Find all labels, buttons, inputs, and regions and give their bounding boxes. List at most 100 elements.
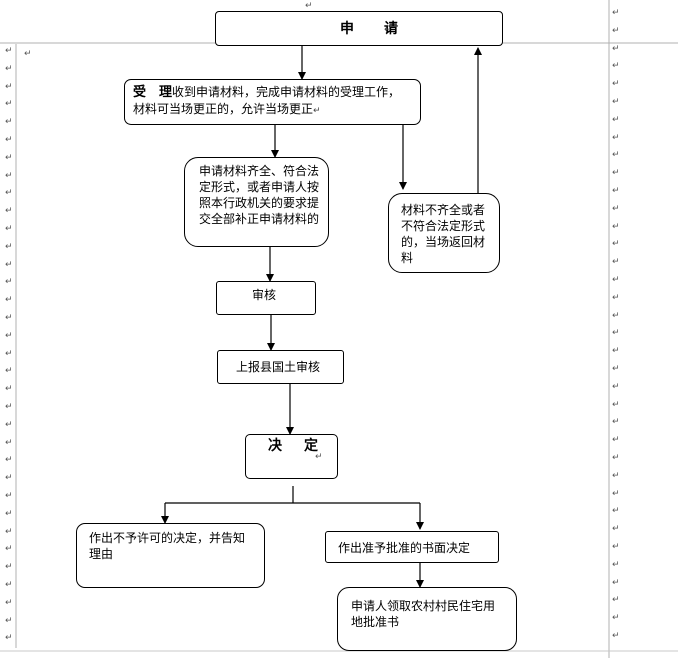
incomplete-materials-text: 材料不齐全或者不符合法定形式的，当场返回材料 — [401, 203, 486, 265]
paragraph-mark: ↵ — [315, 452, 323, 462]
margin-paragraph-mark: ↵ — [612, 613, 620, 624]
margin-paragraph-mark: ↵ — [5, 330, 13, 341]
accept-title: 受 理 — [133, 85, 173, 100]
margin-paragraph-mark: ↵ — [612, 631, 620, 641]
review-label: 审核 — [252, 288, 277, 302]
margin-paragraph-mark: ↵ — [5, 633, 13, 644]
margin-paragraph-mark: ↵ — [612, 132, 620, 143]
margin-paragraph-mark: ↵ — [5, 224, 13, 234]
accept-line-1: 受 理收到申请材料，完成申请材料的受理工作， — [133, 84, 420, 101]
margin-paragraph-mark: ↵ — [612, 328, 620, 339]
margin-paragraph-mark: ↵ — [5, 419, 13, 430]
margin-paragraph-mark: ↵ — [612, 292, 620, 303]
margin-paragraph-mark: ↵ — [5, 188, 13, 199]
paragraph-mark: ↵ — [24, 49, 32, 59]
margin-paragraph-mark: ↵ — [5, 117, 13, 128]
decision-label: 决 定 — [268, 438, 322, 454]
margin-paragraph-mark: ↵ — [5, 259, 13, 270]
margin-paragraph-mark: ↵ — [612, 488, 620, 499]
margin-paragraph-mark: ↵ — [5, 348, 13, 359]
accept-body-2: 材料可当场更正的，允许当场更正 — [133, 102, 314, 116]
margin-paragraph-mark: ↵ — [5, 313, 13, 323]
margin-paragraph-mark: ↵ — [612, 310, 620, 321]
approve-text: 作出准予批准的书面决定 — [338, 541, 471, 555]
margin-paragraph-mark: ↵ — [612, 542, 620, 552]
margin-paragraph-mark: ↵ — [612, 239, 620, 250]
margin-paragraph-mark: ↵ — [5, 152, 13, 163]
margin-paragraph-mark: ↵ — [612, 203, 620, 214]
margin-paragraph-mark: ↵ — [5, 81, 13, 92]
margin-paragraph-mark: ↵ — [5, 46, 13, 56]
margin-paragraph-mark: ↵ — [5, 63, 13, 74]
margin-paragraph-mark: ↵ — [612, 275, 620, 285]
accept-body-1: 收到申请材料，完成申请材料的受理工作， — [172, 85, 401, 99]
margin-paragraph-mark: ↵ — [612, 524, 620, 535]
margin-paragraph-mark: ↵ — [612, 381, 620, 392]
apply-node: 申 请 ↵ — [215, 11, 503, 46]
margin-paragraph-mark: ↵ — [5, 135, 13, 145]
margin-paragraph-mark: ↵ — [5, 170, 13, 181]
margin-paragraph-mark: ↵ — [612, 470, 620, 481]
margin-paragraph-mark: ↵ — [5, 366, 13, 377]
deny-node: 作出不予许可的决定，并告知理由 — [76, 523, 265, 588]
margin-paragraph-mark: ↵ — [612, 186, 620, 196]
apply-label: 申 请 — [340, 21, 406, 37]
margin-paragraph-mark: ↵ — [612, 61, 620, 72]
margin-paragraph-mark: ↵ — [612, 453, 620, 463]
paragraph-mark: ↵ — [313, 106, 321, 116]
margin-paragraph-mark: ↵ — [612, 506, 620, 517]
margin-paragraph-mark: ↵ — [5, 241, 13, 252]
paragraph-mark: ↵ — [384, 25, 392, 35]
margin-paragraph-mark: ↵ — [5, 99, 13, 110]
margin-paragraph-mark: ↵ — [612, 79, 620, 90]
deny-text: 作出不予许可的决定，并告知理由 — [89, 531, 246, 561]
margin-paragraph-mark: ↵ — [612, 257, 620, 268]
receive-node: 申请人领取农村村民住宅用地批准书 — [337, 587, 517, 651]
county-review-label: 上报县国土审核 — [236, 360, 321, 374]
margin-paragraph-mark: ↵ — [5, 508, 13, 519]
margin-paragraph-mark: ↵ — [5, 615, 13, 626]
margin-paragraph-mark: ↵ — [612, 221, 620, 232]
margin-paragraph-mark: ↵ — [612, 168, 620, 179]
margin-paragraph-mark: ↵ — [5, 437, 13, 448]
approve-node: 作出准予批准的书面决定 — [325, 531, 499, 563]
margin-paragraph-mark: ↵ — [5, 455, 13, 466]
margin-paragraph-mark: ↵ — [612, 43, 620, 54]
margin-paragraph-mark: ↵ — [612, 417, 620, 428]
accept-line-2: 材料可当场更正的，允许当场更正↵ — [133, 101, 420, 117]
incomplete-materials-node: 材料不齐全或者不符合法定形式的，当场返回材料 — [388, 193, 500, 273]
margin-paragraph-mark: ↵ — [5, 526, 13, 537]
margin-paragraph-mark: ↵ — [5, 580, 13, 590]
margin-paragraph-mark: ↵ — [5, 206, 13, 217]
margin-paragraph-mark: ↵ — [612, 595, 620, 606]
receive-text: 申请人领取农村村民住宅用地批准书 — [351, 599, 496, 629]
margin-paragraph-mark: ↵ — [612, 25, 620, 36]
margin-paragraph-mark: ↵ — [612, 346, 620, 357]
margin-paragraph-mark: ↵ — [612, 114, 620, 125]
margin-paragraph-mark: ↵ — [5, 562, 13, 573]
margin-paragraph-mark: ↵ — [612, 435, 620, 446]
review-node: 审核 — [216, 281, 316, 315]
county-review-node: 上报县国土审核 — [217, 350, 344, 384]
margin-paragraph-mark: ↵ — [612, 97, 620, 107]
decision-node: 决 定 — [245, 434, 338, 479]
accept-node: 受 理收到申请材料，完成申请材料的受理工作， 材料可当场更正的，允许当场更正↵ — [124, 79, 421, 125]
margin-paragraph-mark: ↵ — [612, 399, 620, 410]
margin-paragraph-mark: ↵ — [612, 8, 620, 18]
margin-paragraph-mark: ↵ — [612, 577, 620, 588]
margin-paragraph-mark: ↵ — [5, 473, 13, 484]
margin-paragraph-mark: ↵ — [5, 544, 13, 555]
paragraph-mark: ↵ — [305, 1, 313, 11]
margin-paragraph-mark: ↵ — [5, 597, 13, 608]
margin-paragraph-mark: ↵ — [612, 150, 620, 161]
margin-paragraph-mark: ↵ — [5, 295, 13, 306]
margin-paragraph-mark: ↵ — [5, 384, 13, 395]
margin-paragraph-mark: ↵ — [5, 277, 13, 288]
complete-materials-node: 申请材料齐全、符合法定形式，或者申请人按照本行政机关的要求提交全部补正申请材料的 — [184, 157, 329, 247]
margin-paragraph-mark: ↵ — [5, 402, 13, 412]
margin-paragraph-mark: ↵ — [612, 559, 620, 570]
margin-paragraph-mark: ↵ — [5, 491, 13, 501]
margin-paragraph-mark: ↵ — [612, 364, 620, 374]
complete-materials-text: 申请材料齐全、符合法定形式，或者申请人按照本行政机关的要求提交全部补正申请材料的 — [199, 164, 320, 226]
